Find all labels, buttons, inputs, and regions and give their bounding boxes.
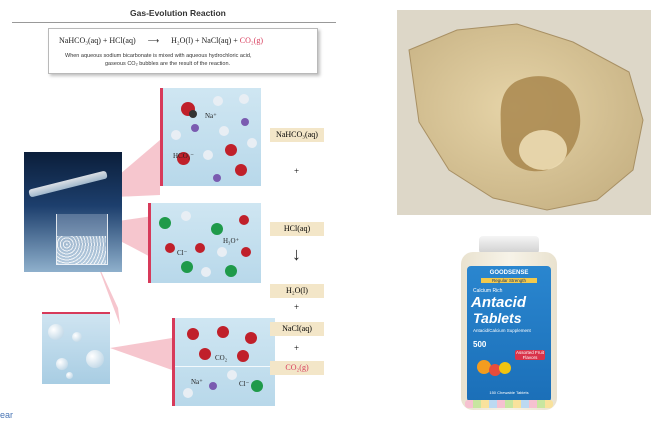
molecular-view-products: CO₂ Na⁺ Cl⁻ [172, 318, 275, 406]
plus-sign: + [294, 302, 300, 312]
water-molecule [227, 370, 237, 380]
caption-line-1: When aqueous sodium bicarbonate is mixed… [65, 53, 252, 59]
gas-bubble [48, 324, 64, 340]
fruit-illustration [489, 364, 501, 376]
carbon-dioxide-molecule [217, 326, 229, 338]
carbon-dioxide-molecule [199, 348, 211, 360]
carbon-dioxide-molecule [237, 350, 249, 362]
equation-co2: CO₂(g) [239, 36, 264, 45]
label-line-4: Antacid/Calcium Supplement [473, 328, 531, 333]
water-molecule [183, 388, 193, 398]
fruit-illustration [477, 360, 491, 374]
bicarbonate-molecule [189, 110, 197, 118]
hydronium-ion [239, 215, 249, 225]
product-name-tablets: Tablets [473, 310, 522, 326]
label-hydronium-ion: H₃O⁺ [223, 237, 240, 245]
label-line-1: Calcium Rich [473, 288, 503, 294]
equation-box: NaHCO₃(aq) + HCl(aq) ⟶ H₂O(l) + NaCl(aq)… [48, 28, 318, 74]
chemical-equation: NaHCO₃(aq) + HCl(aq) ⟶ H₂O(l) + NaCl(aq)… [59, 36, 263, 45]
limestone-photo [397, 10, 651, 215]
brand-name: GOODSENSE [489, 270, 529, 276]
carbon-dioxide-molecule [245, 332, 257, 344]
molecular-view-hcl: H₃O⁺ Cl⁻ [148, 203, 261, 283]
water-molecule [181, 211, 191, 221]
equation-products: H₂O(l) + NaCl(aq) + [171, 36, 238, 45]
bottle-label: GOODSENSE Regular Strength Calcium Rich … [467, 266, 551, 402]
tablet-count: 150 Chewable Tablets [489, 390, 529, 395]
wedge-bottom [110, 338, 172, 370]
bubbles-closeup [42, 312, 110, 384]
chloride-ion [251, 380, 263, 392]
wedge-lower [95, 258, 120, 325]
bottle-cap [479, 236, 539, 254]
tag-h2o: H₂O(l) [270, 284, 324, 298]
limestone-rock [408, 23, 644, 211]
beaker-liquid-bubbles [57, 236, 106, 264]
reaction-arrow: ↓ [292, 244, 301, 264]
label-sodium-ion: Na⁺ [191, 378, 203, 386]
chloride-ion [181, 261, 193, 273]
equation-reactants: NaHCO₃(aq) + HCl(aq) [59, 36, 136, 45]
beaker-photo [24, 152, 122, 272]
dose-mg: 500 [473, 340, 487, 349]
caption-line-2: gaseous CO₂ bubbles are the result of th… [105, 61, 231, 67]
water-molecule [247, 138, 257, 148]
water-molecule [203, 150, 213, 160]
strength-banner: Regular Strength [481, 278, 537, 283]
flavor-badge: Assorted Fruit Flavors [515, 350, 545, 360]
gas-bubble [56, 358, 68, 370]
chloride-ion [159, 217, 171, 229]
bicarbonate-molecule [225, 144, 237, 156]
water-molecule [213, 96, 223, 106]
antacid-bottle-photo: GOODSENSE Regular Strength Calcium Rich … [457, 236, 561, 412]
gas-bubble [66, 372, 73, 379]
label-chloride-ion: Cl⁻ [239, 380, 250, 388]
molecular-view-nahco3: Na⁺ HCO₃⁻ [160, 88, 261, 186]
chloride-ion [225, 265, 237, 277]
product-name-antacid: Antacid [471, 294, 527, 311]
hydronium-ion [165, 243, 175, 253]
water-molecule [219, 126, 229, 136]
gas-bubble [86, 350, 104, 368]
test-tube [28, 170, 108, 198]
water-molecule [201, 267, 211, 277]
label-chloride-ion: Cl⁻ [177, 249, 188, 257]
gas-bubble [72, 332, 82, 342]
hydronium-ion [195, 243, 205, 253]
tag-co2: CO₂(g) [270, 361, 324, 375]
footer-text-fragment: ear [0, 410, 14, 420]
sodium-ion [209, 382, 217, 390]
label-bicarbonate-ion: HCO₃⁻ [173, 152, 194, 160]
figure-title: Gas-Evolution Reaction [130, 8, 226, 18]
water-molecule [217, 247, 227, 257]
carbon-dioxide-molecule [187, 328, 199, 340]
water-molecule [239, 94, 249, 104]
chloride-ion [211, 223, 223, 235]
plus-sign: + [294, 166, 300, 176]
water-molecule [171, 130, 181, 140]
acid-droplet [519, 130, 567, 170]
tag-hcl: HCl(aq) [270, 222, 324, 236]
label-carbon-dioxide: CO₂ [215, 354, 228, 362]
bicarbonate-molecule [235, 164, 247, 176]
sodium-ion [191, 124, 199, 132]
sodium-ion [241, 118, 249, 126]
bicarbonate-molecule [177, 152, 190, 165]
title-rule [12, 22, 336, 23]
plus-sign: + [294, 343, 300, 353]
gas-liquid-boundary [175, 366, 275, 367]
tag-nahco3: NaHCO₃(aq) [270, 128, 324, 142]
sodium-ion [213, 174, 221, 182]
hydronium-ion [241, 247, 251, 257]
fruit-illustration [499, 362, 511, 374]
label-sodium-ion: Na⁺ [205, 112, 217, 120]
tag-nacl: NaCl(aq) [270, 322, 324, 336]
visible-tablets [465, 400, 553, 408]
equation-arrow: ⟶ [147, 36, 160, 45]
